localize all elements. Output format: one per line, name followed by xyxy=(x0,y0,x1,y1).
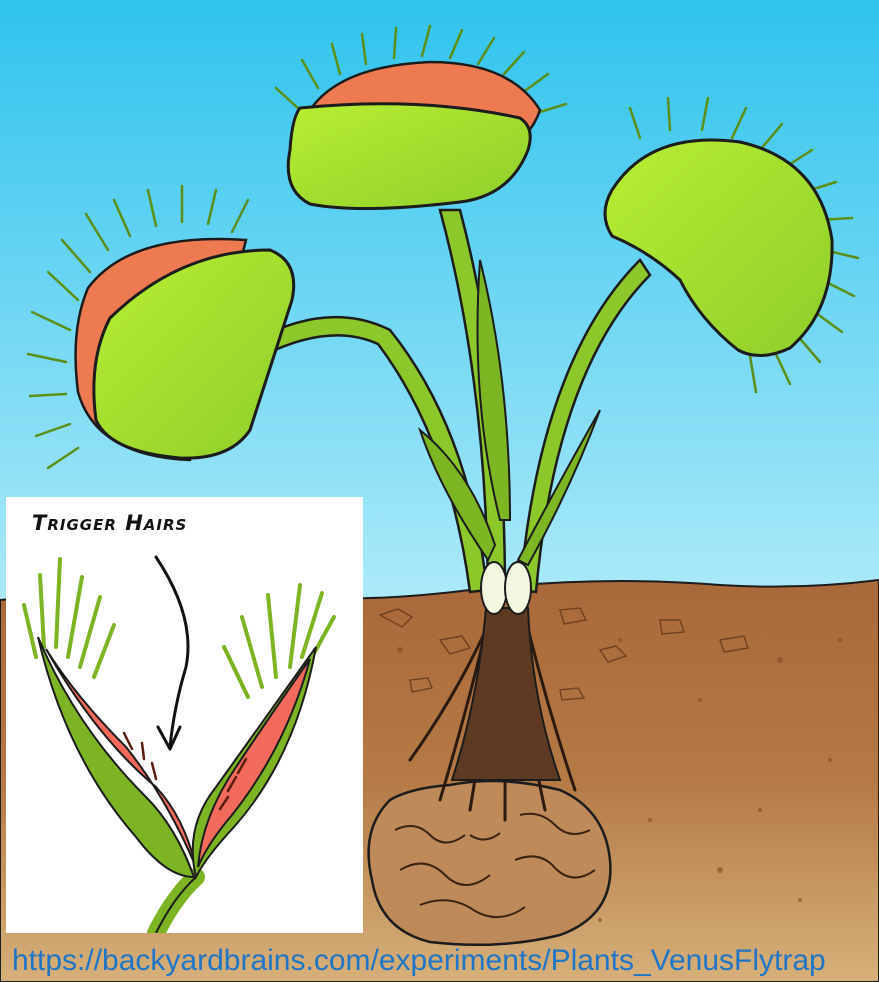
pointer-arrow xyxy=(156,557,188,747)
trigger-hairs-inset: Trigger Hairs xyxy=(6,497,363,933)
trigger-hairs-label: Trigger Hairs xyxy=(32,511,187,535)
root-ball xyxy=(369,781,611,945)
trap-bristles-right xyxy=(224,585,334,697)
open-trap-closeup xyxy=(6,497,363,933)
trap-bristles-left xyxy=(24,559,114,677)
source-url-link[interactable]: https://backyardbrains.com/experiments/P… xyxy=(12,944,826,978)
